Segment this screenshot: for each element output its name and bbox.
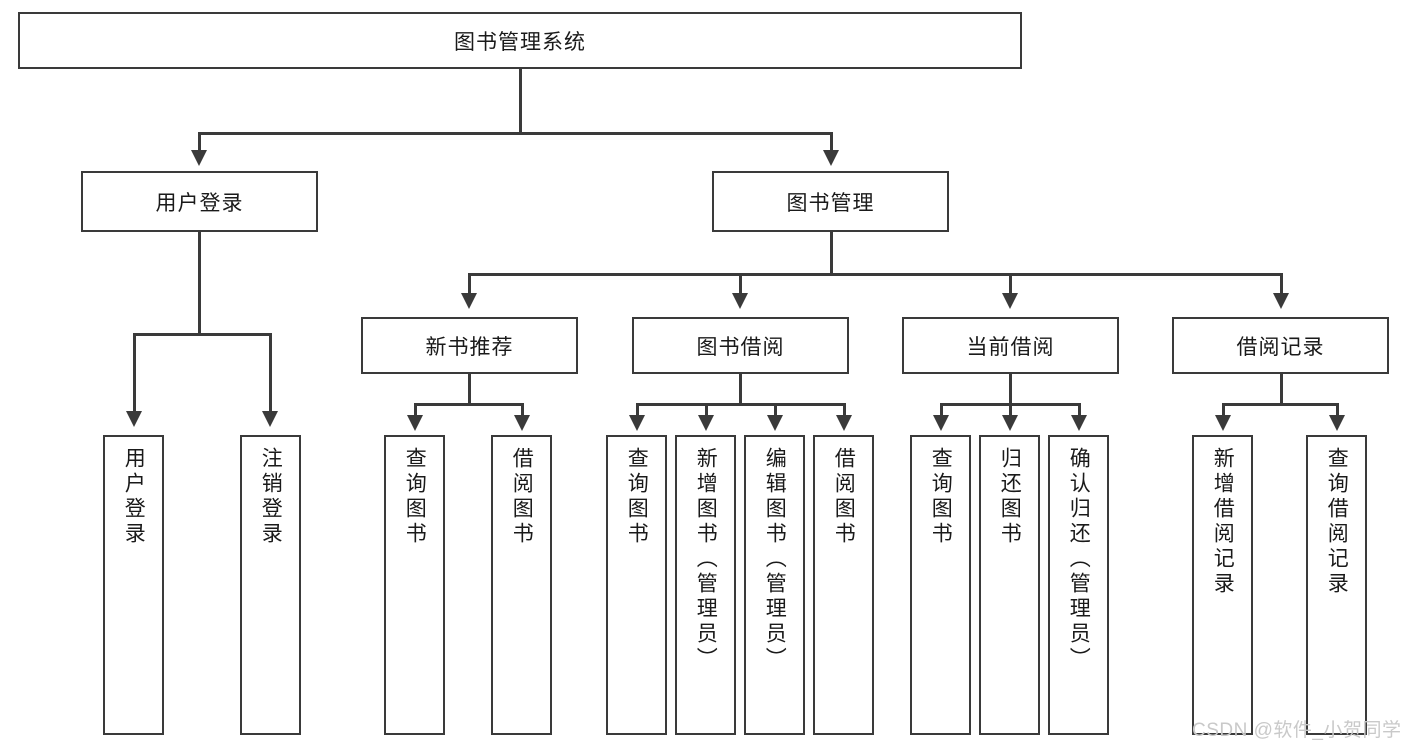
edge-book-mgmt-drop-3: [1009, 273, 1012, 295]
leaf-query-book-borrow[interactable]: 查询图书: [606, 435, 667, 735]
edge-root-stem: [519, 69, 522, 134]
leaf-add-book-admin[interactable]: 新增图书（管理员）: [675, 435, 736, 735]
node-label: 借阅记录: [1236, 335, 1325, 359]
node-label: 查询图书: [403, 447, 427, 547]
node-label: 查询图书: [625, 447, 649, 547]
csdn-watermark: CSDN @软件_小贺同学: [1192, 720, 1402, 741]
node-label: 图书管理系统: [454, 30, 586, 54]
edge-book-borrow-drop-4: [843, 403, 846, 417]
edge-book-borrow-bar: [636, 403, 844, 406]
leaf-query-book-recommend[interactable]: 查询图书: [384, 435, 445, 735]
arrow-to-user-login: [191, 150, 207, 166]
node-label: 归还图书: [998, 447, 1022, 547]
node-label: 确认归还（管理员）: [1067, 447, 1091, 672]
edge-current-borrow-drop-1: [940, 403, 943, 417]
leaf-add-borrow-record[interactable]: 新增借阅记录: [1192, 435, 1253, 735]
edge-current-borrow-drop-3: [1078, 403, 1081, 417]
edge-current-borrow-stem: [1009, 374, 1012, 405]
node-book-borrow[interactable]: 图书借阅: [632, 317, 849, 374]
node-label: 用户登录: [155, 191, 244, 215]
edge-root-to-book-mgmt: [830, 132, 833, 152]
edge-current-borrow-drop-2: [1009, 403, 1012, 417]
leaf-edit-book-admin[interactable]: 编辑图书（管理员）: [744, 435, 805, 735]
node-label: 当前借阅: [966, 335, 1055, 359]
arrow-to-leaf-query-book-3: [933, 415, 949, 431]
leaf-return-book[interactable]: 归还图书: [979, 435, 1040, 735]
node-borrow-records[interactable]: 借阅记录: [1172, 317, 1389, 374]
arrow-to-leaf-borrow-book-2: [836, 415, 852, 431]
arrow-to-leaf-query-book-2: [629, 415, 645, 431]
node-label: 新增图书（管理员）: [694, 447, 718, 672]
edge-book-mgmt-bar: [468, 273, 1282, 276]
arrow-to-leaf-add-record: [1215, 415, 1231, 431]
node-new-book-recommend[interactable]: 新书推荐: [361, 317, 578, 374]
edge-book-borrow-drop-3: [774, 403, 777, 417]
edge-root-bar: [198, 132, 832, 135]
edge-borrow-records-bar: [1222, 403, 1339, 406]
edge-user-login-drop-1: [133, 333, 136, 413]
node-label: 借阅图书: [510, 447, 534, 547]
edge-book-borrow-drop-1: [636, 403, 639, 417]
node-label: 用户登录: [122, 447, 146, 547]
edge-user-login-stem: [198, 232, 201, 335]
node-label: 查询借阅记录: [1325, 447, 1349, 597]
edge-borrow-records-drop-2: [1336, 403, 1339, 417]
edge-borrow-records-stem: [1280, 374, 1283, 405]
arrow-to-leaf-borrow-book-1: [514, 415, 530, 431]
arrow-to-leaf-logout: [262, 411, 278, 427]
edge-borrow-records-drop-1: [1222, 403, 1225, 417]
node-label: 图书管理: [786, 191, 875, 215]
node-label: 查询图书: [929, 447, 953, 547]
node-label: 编辑图书（管理员）: [763, 447, 787, 672]
node-root-system[interactable]: 图书管理系统: [18, 12, 1022, 69]
edge-book-mgmt-drop-1: [468, 273, 471, 295]
node-label: 借阅图书: [832, 447, 856, 547]
node-label: 注销登录: [259, 447, 283, 547]
leaf-borrow-book[interactable]: 借阅图书: [813, 435, 874, 735]
node-label: 新书推荐: [425, 335, 514, 359]
edge-new-book-stem: [468, 374, 471, 405]
leaf-query-book-current[interactable]: 查询图书: [910, 435, 971, 735]
arrow-to-leaf-query-book-1: [407, 415, 423, 431]
arrow-to-book-borrow: [732, 293, 748, 309]
node-label: 新增借阅记录: [1211, 447, 1235, 597]
node-label: 图书借阅: [696, 335, 785, 359]
edge-new-book-bar: [414, 403, 524, 406]
arrow-to-book-mgmt: [823, 150, 839, 166]
leaf-confirm-return-admin[interactable]: 确认归还（管理员）: [1048, 435, 1109, 735]
edge-user-login-bar: [133, 333, 270, 336]
arrow-to-leaf-confirm-return: [1071, 415, 1087, 431]
edge-root-to-user-login: [198, 132, 201, 152]
edge-book-mgmt-drop-2: [739, 273, 742, 295]
edge-book-mgmt-stem: [830, 232, 833, 275]
leaf-query-borrow-record[interactable]: 查询借阅记录: [1306, 435, 1367, 735]
arrow-to-current-borrow: [1002, 293, 1018, 309]
edge-new-book-drop-2: [521, 403, 524, 417]
edge-book-borrow-stem: [739, 374, 742, 405]
node-book-management[interactable]: 图书管理: [712, 171, 949, 232]
arrow-to-leaf-user-login: [126, 411, 142, 427]
leaf-borrow-book-recommend[interactable]: 借阅图书: [491, 435, 552, 735]
leaf-user-login[interactable]: 用户登录: [103, 435, 164, 735]
arrow-to-leaf-query-record: [1329, 415, 1345, 431]
edge-book-borrow-drop-2: [705, 403, 708, 417]
arrow-to-leaf-edit-book: [767, 415, 783, 431]
node-current-borrow[interactable]: 当前借阅: [902, 317, 1119, 374]
arrow-to-borrow-records: [1273, 293, 1289, 309]
leaf-logout[interactable]: 注销登录: [240, 435, 301, 735]
arrow-to-leaf-return-book: [1002, 415, 1018, 431]
arrow-to-new-book-recommend: [461, 293, 477, 309]
edge-book-mgmt-drop-4: [1280, 273, 1283, 295]
node-user-login[interactable]: 用户登录: [81, 171, 318, 232]
arrow-to-leaf-add-book: [698, 415, 714, 431]
edge-user-login-drop-2: [269, 333, 272, 413]
edge-new-book-drop-1: [414, 403, 417, 417]
